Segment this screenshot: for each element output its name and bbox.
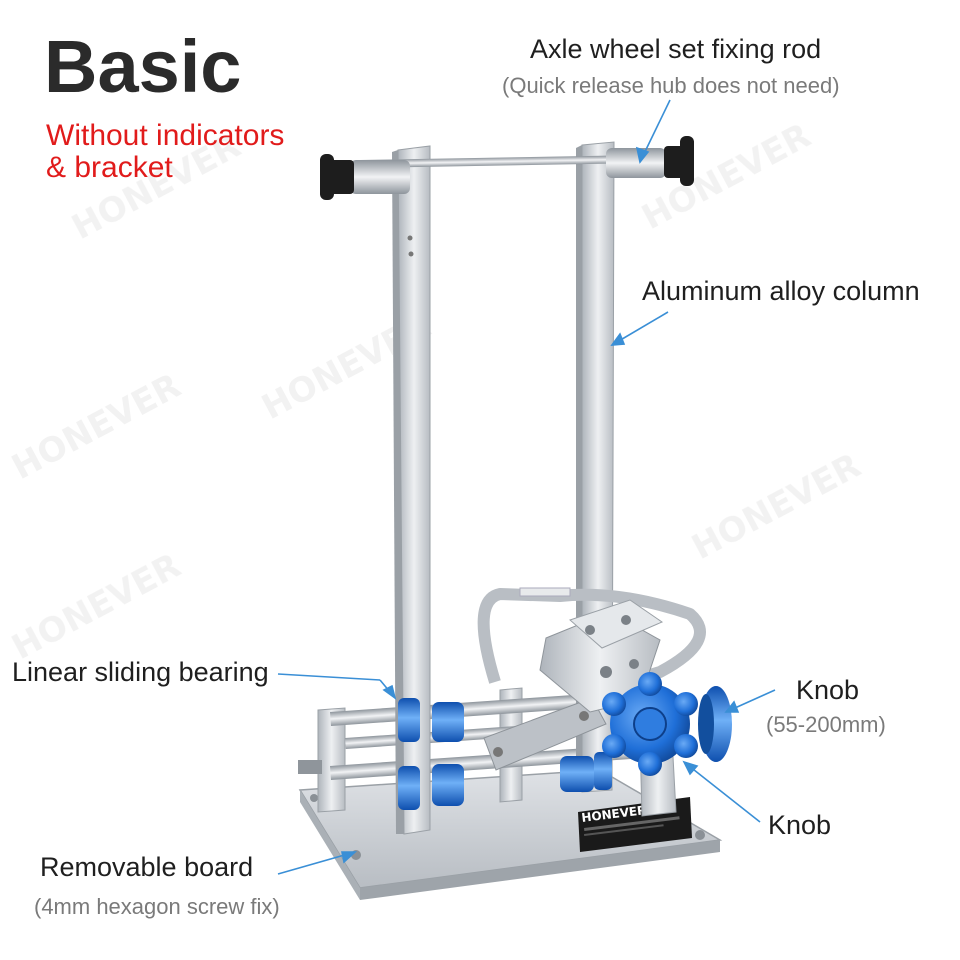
page-title: Basic — [44, 25, 242, 108]
knob-upper — [698, 686, 732, 762]
subtitle-line-2: & bracket — [46, 151, 173, 184]
callout-lines — [277, 99, 776, 875]
caliper-frame — [477, 588, 706, 690]
subtitle-line-1: Without indicators — [46, 119, 285, 152]
svg-text:HONEVER: HONEVER — [5, 366, 187, 488]
callout-knob-lower-label: Knob — [768, 810, 832, 840]
callout-knob-upper-note: (55-200mm) — [766, 712, 886, 737]
callout-bearing-label: Linear sliding bearing — [12, 657, 269, 687]
axle-fixing-rod — [320, 136, 694, 200]
callout-board-label: Removable board — [40, 852, 254, 882]
callout-axle-rod-label: Axle wheel set fixing rod — [530, 34, 822, 64]
knob-lower — [602, 672, 698, 776]
callout-knob-upper-label: Knob — [796, 675, 860, 705]
svg-text:HONEVER: HONEVER — [685, 446, 867, 568]
callout-board-note: (4mm hexagon screw fix) — [34, 894, 280, 919]
aluminum-column-left — [392, 145, 431, 835]
callout-column-label: Aluminum alloy column — [642, 276, 920, 306]
linear-sliding-bearing — [398, 698, 612, 810]
svg-text:HONEVER: HONEVER — [5, 546, 187, 668]
watermark: HONEVER HONEVER HONEVER HONEVER HONEVER … — [5, 116, 867, 668]
callout-axle-rod-note: (Quick release hub does not need) — [502, 73, 840, 98]
